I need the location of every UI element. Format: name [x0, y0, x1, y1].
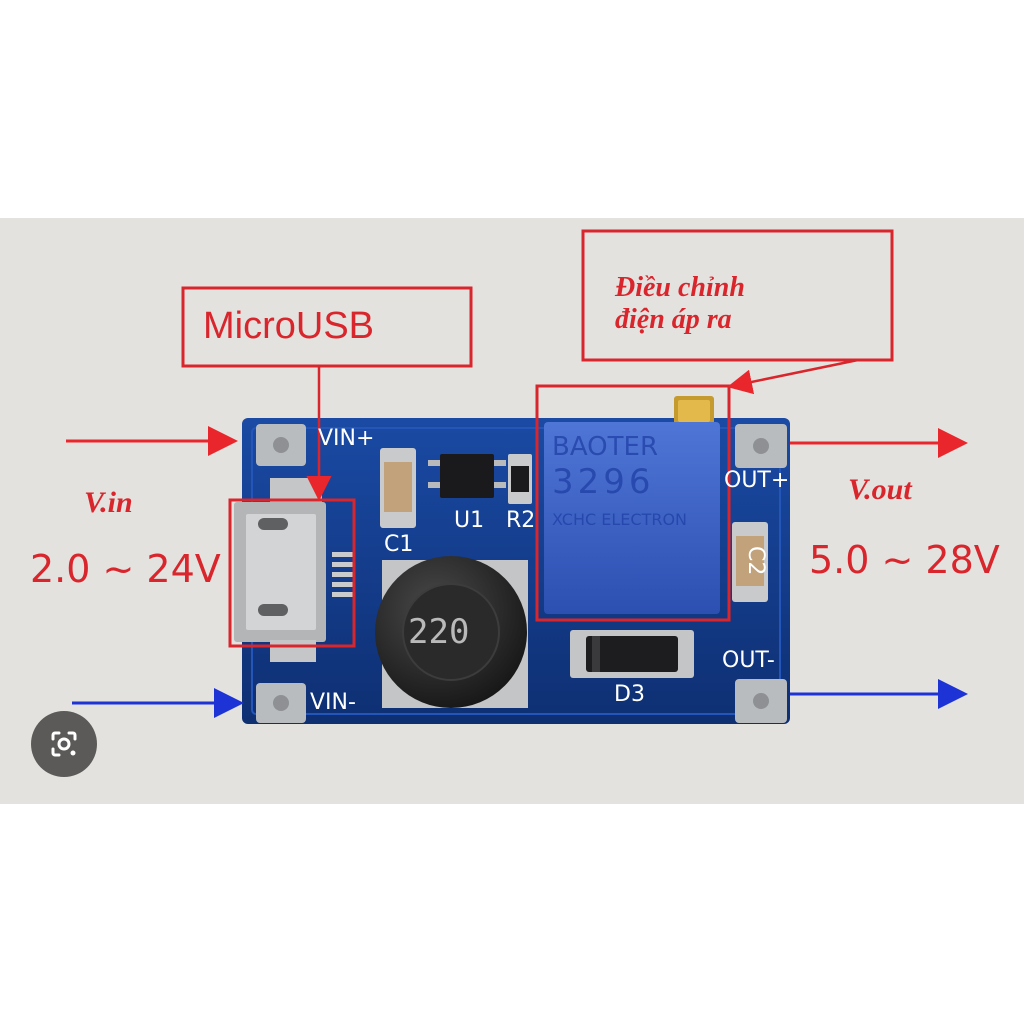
label-d3: D3 — [614, 682, 645, 707]
trimmer-potentiometer — [544, 396, 720, 614]
chip-u1 — [428, 454, 506, 498]
adjust-line-2: điện áp ra — [615, 304, 732, 335]
label-vin-minus: VIN- — [310, 690, 356, 715]
inductor-220 — [375, 556, 528, 708]
inductor-marking: 220 — [408, 612, 470, 652]
label-r2: R2 — [506, 508, 536, 533]
pot-model: 3296 — [552, 462, 655, 502]
micro-usb-callout-box — [181, 286, 473, 368]
google-lens-button[interactable] — [31, 711, 97, 777]
micro-usb-connector — [234, 478, 354, 662]
vout-range: 5.0 ~ 28V — [809, 538, 1000, 582]
vin-label: V.in — [84, 486, 133, 519]
diode-d3 — [570, 630, 694, 678]
label-out-minus: OUT- — [722, 648, 775, 673]
google-lens-icon — [51, 731, 77, 757]
label-c2: C2 — [743, 546, 768, 576]
label-vin-plus: VIN+ — [318, 426, 375, 451]
micro-usb-label: MicroUSB — [203, 305, 375, 347]
adjust-callout-box — [581, 229, 894, 362]
vin-range: 2.0 ~ 24V — [30, 547, 221, 591]
label-u1: U1 — [454, 508, 485, 533]
capacitor-c2 — [732, 522, 768, 602]
adjust-voltage-label: Điều chỉnh điện áp ra — [615, 272, 745, 336]
corner-pads — [256, 424, 787, 723]
vout-label: V.out — [848, 473, 912, 506]
resistor-r2 — [508, 454, 532, 504]
micro-usb-highlight-box — [228, 498, 356, 648]
potentiometer-highlight-box — [535, 384, 731, 622]
adjust-line-1: Điều chỉnh — [615, 272, 745, 303]
label-out-plus: OUT+ — [724, 468, 790, 493]
pot-maker: XCHC ELECTRON — [552, 510, 688, 529]
capacitor-c1 — [380, 448, 416, 528]
label-c1: C1 — [384, 532, 414, 557]
pot-brand: BAOTER — [552, 432, 659, 462]
adjust-leader — [727, 358, 859, 395]
